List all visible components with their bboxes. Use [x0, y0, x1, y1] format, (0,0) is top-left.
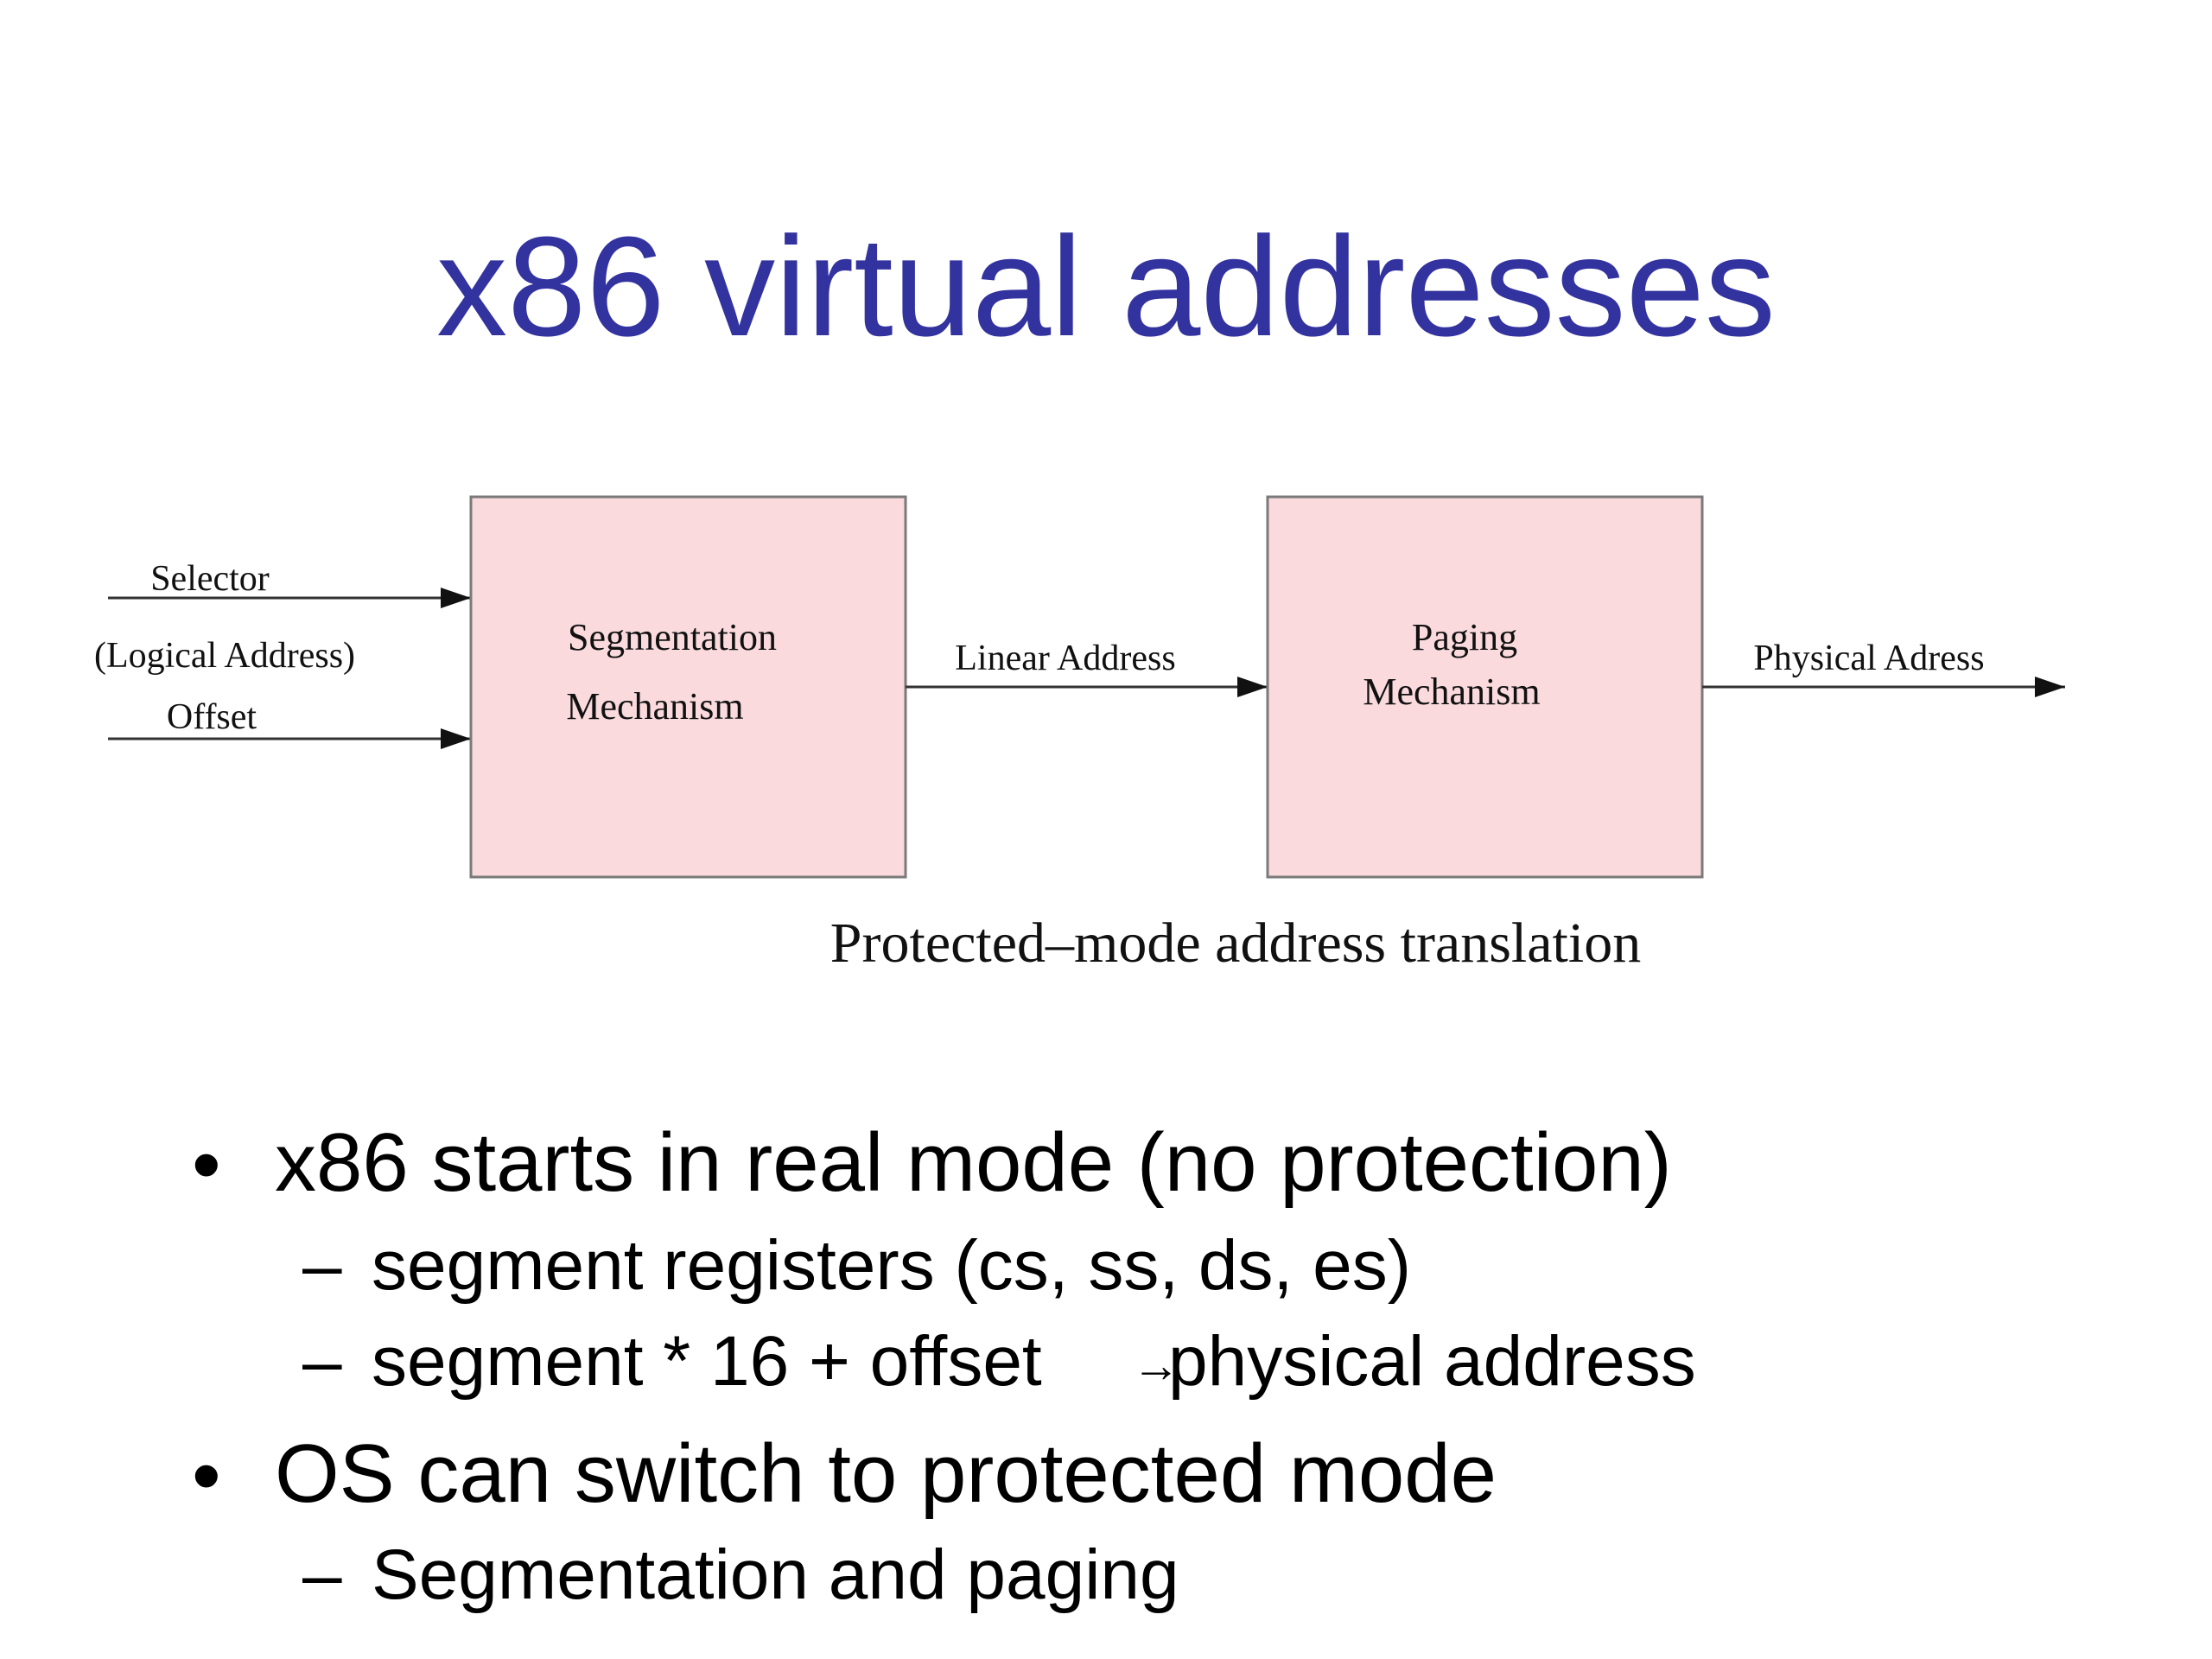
segmentation-label-line1: Segmentation [568, 616, 777, 658]
logical-address-label: (Logical Address) [94, 636, 355, 676]
physical-address-label: Physical Adress [1753, 639, 1984, 678]
slide-title: x86 virtual addresses [436, 207, 1776, 365]
segmentation-box [469, 495, 907, 879]
segmentation-label-line2: Mechanism [566, 685, 743, 728]
linear-address-label: Linear Address [955, 639, 1175, 678]
paging-label-line1: Paging [1412, 616, 1517, 658]
selector-arrowhead [441, 588, 471, 608]
diagram-caption: Protected–mode address translation [830, 912, 1641, 975]
selector-label: Selector [150, 559, 270, 599]
offset-label: Offset [167, 697, 257, 737]
paging-label-line2: Mechanism [1363, 671, 1540, 713]
offset-arrowhead [441, 728, 471, 749]
physical-address-arrowhead [2035, 677, 2065, 697]
linear-address-arrowhead [1237, 677, 1268, 697]
